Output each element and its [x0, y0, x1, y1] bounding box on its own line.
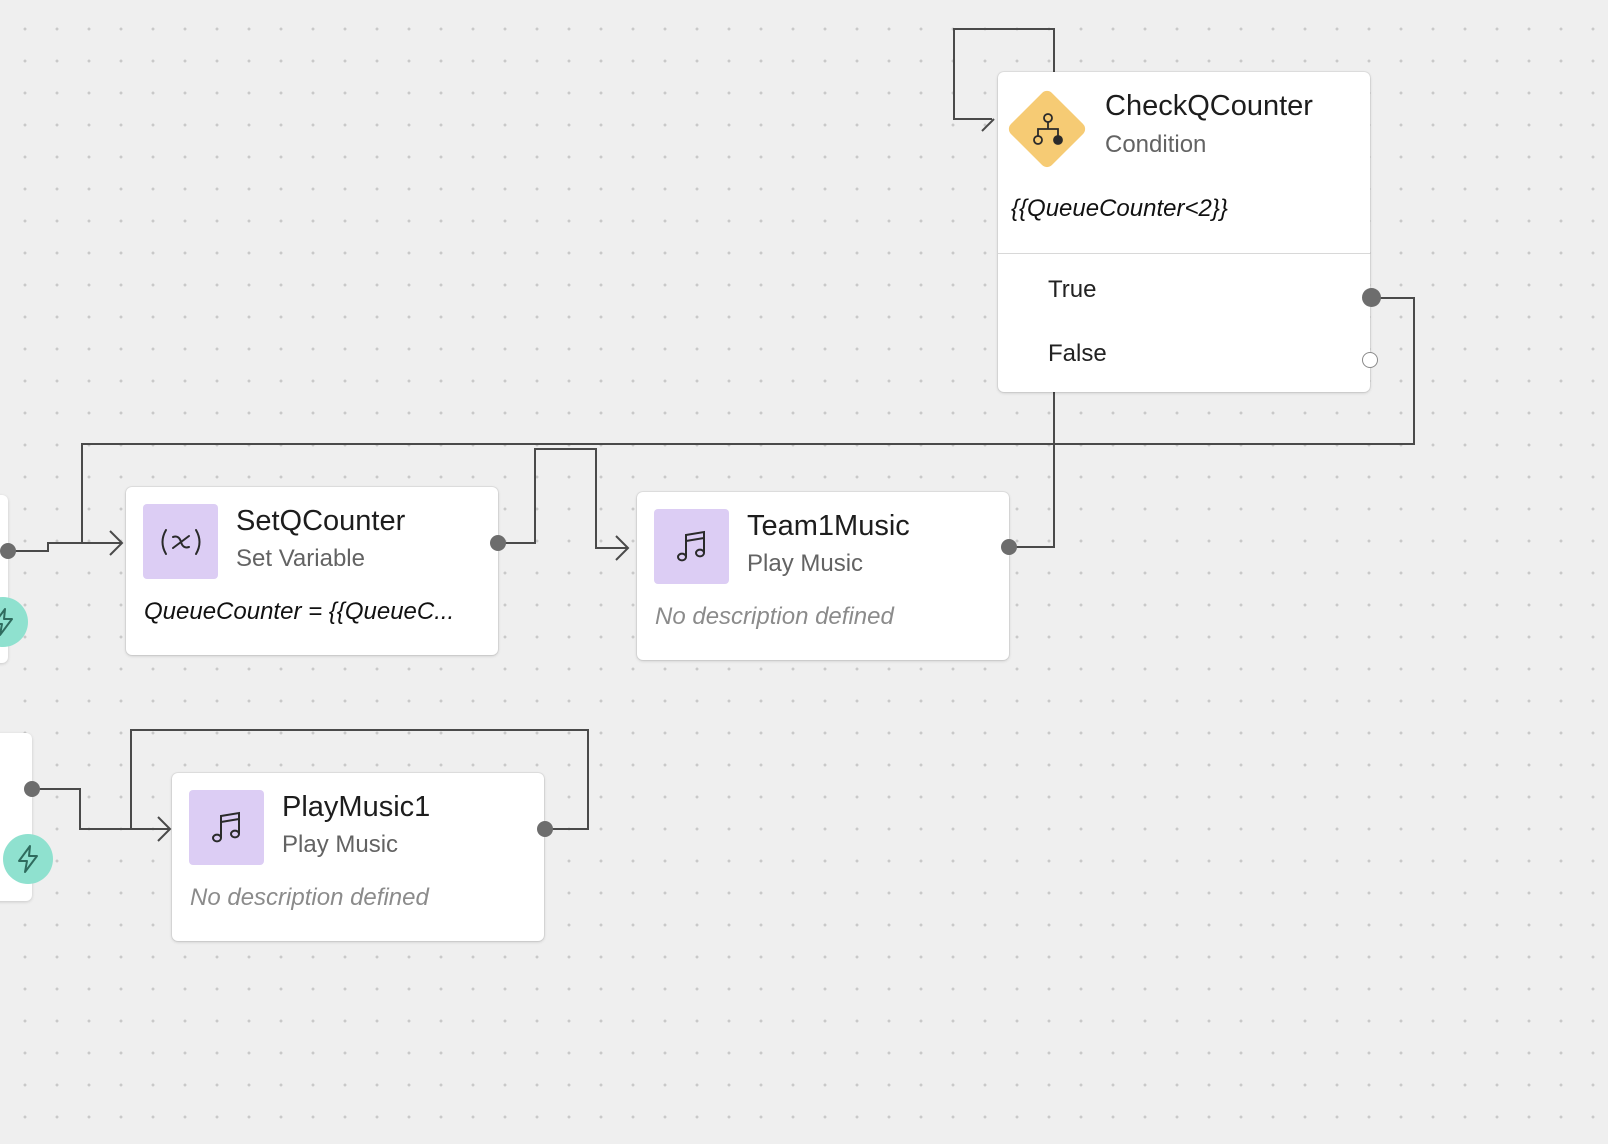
node-type: Set Variable: [236, 545, 365, 572]
connector-check-loop: [953, 28, 1055, 120]
connector-true-branch: [81, 297, 1415, 543]
node-playmusic1[interactable]: PlayMusic1 Play Music No description def…: [172, 773, 544, 941]
true-output-port[interactable]: [1362, 288, 1381, 307]
output-port[interactable]: [1001, 539, 1017, 555]
lightning-bolt-icon: [0, 608, 13, 636]
connector-playmusic1-loop: [130, 729, 589, 830]
condition-branch-icon: [1033, 113, 1063, 145]
variable-icon-tile: [143, 504, 218, 579]
branch-true-label: True: [1048, 276, 1097, 303]
arrowhead: [981, 118, 995, 132]
node-description: No description defined: [190, 884, 429, 911]
music-icon-tile: [189, 790, 264, 865]
arrowhead: [157, 816, 172, 842]
node-type: Condition: [1105, 131, 1207, 158]
arrowhead: [615, 535, 630, 561]
variable-expression: QueueCounter = {{QueueC...: [144, 598, 455, 625]
connector-setq-to-team1: [498, 448, 628, 549]
connector-team1-to-check: [1009, 392, 1055, 548]
node-title: PlayMusic1: [282, 791, 431, 823]
branch-false-label: False: [1048, 340, 1107, 367]
variable-icon: [161, 528, 200, 555]
event-badge[interactable]: [3, 834, 53, 884]
output-port[interactable]: [490, 535, 506, 551]
false-output-port[interactable]: [1362, 352, 1378, 368]
lightning-bolt-icon: [18, 845, 38, 873]
connector-into-setqcounter: [8, 542, 122, 552]
condition-expression: {{QueueCounter<2}}: [1011, 195, 1228, 222]
music-note-icon: [676, 530, 705, 561]
node-type: Play Music: [747, 550, 864, 577]
music-note-icon: [211, 811, 240, 842]
music-icon-tile: [654, 509, 729, 584]
node-title: CheckQCounter: [1105, 90, 1313, 122]
divider: [998, 253, 1370, 254]
partial-node-left-upper[interactable]: [0, 495, 8, 663]
node-title: Team1Music: [747, 510, 910, 542]
connector-into-playmusic1: [32, 788, 170, 830]
node-description: No description defined: [655, 603, 894, 630]
output-port[interactable]: [24, 781, 40, 797]
output-port[interactable]: [0, 543, 16, 559]
node-type: Play Music: [282, 831, 399, 858]
node-team1music[interactable]: Team1Music Play Music No description def…: [637, 492, 1009, 660]
node-checkqcounter[interactable]: CheckQCounter Condition {{QueueCounter<2…: [998, 72, 1370, 392]
output-port[interactable]: [537, 821, 553, 837]
node-title: SetQCounter: [236, 505, 406, 537]
arrowhead: [109, 530, 124, 556]
node-setqcounter[interactable]: SetQCounter Set Variable QueueCounter = …: [126, 487, 498, 655]
